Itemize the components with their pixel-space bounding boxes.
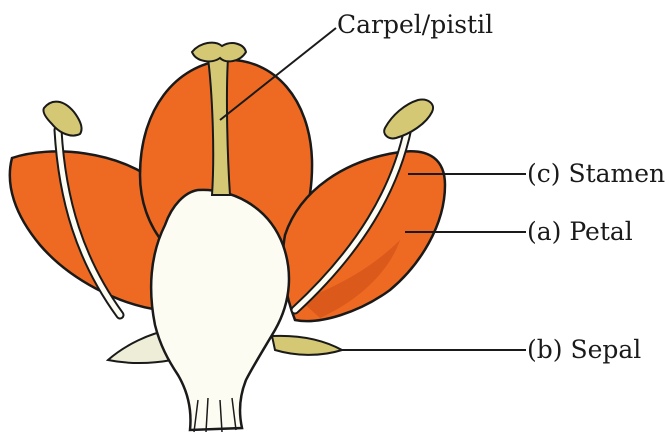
label-stamen: (c) Stamen	[527, 159, 665, 188]
receptacle	[151, 190, 289, 430]
carpel-stigma	[192, 43, 246, 62]
stamen-left-anther	[43, 102, 81, 136]
label-sepal: (b) Sepal	[527, 335, 641, 364]
sepal-right	[272, 336, 342, 355]
label-carpel: Carpel/pistil	[337, 10, 493, 39]
label-petal: (a) Petal	[527, 217, 633, 246]
stamen-right-anther	[384, 100, 433, 139]
